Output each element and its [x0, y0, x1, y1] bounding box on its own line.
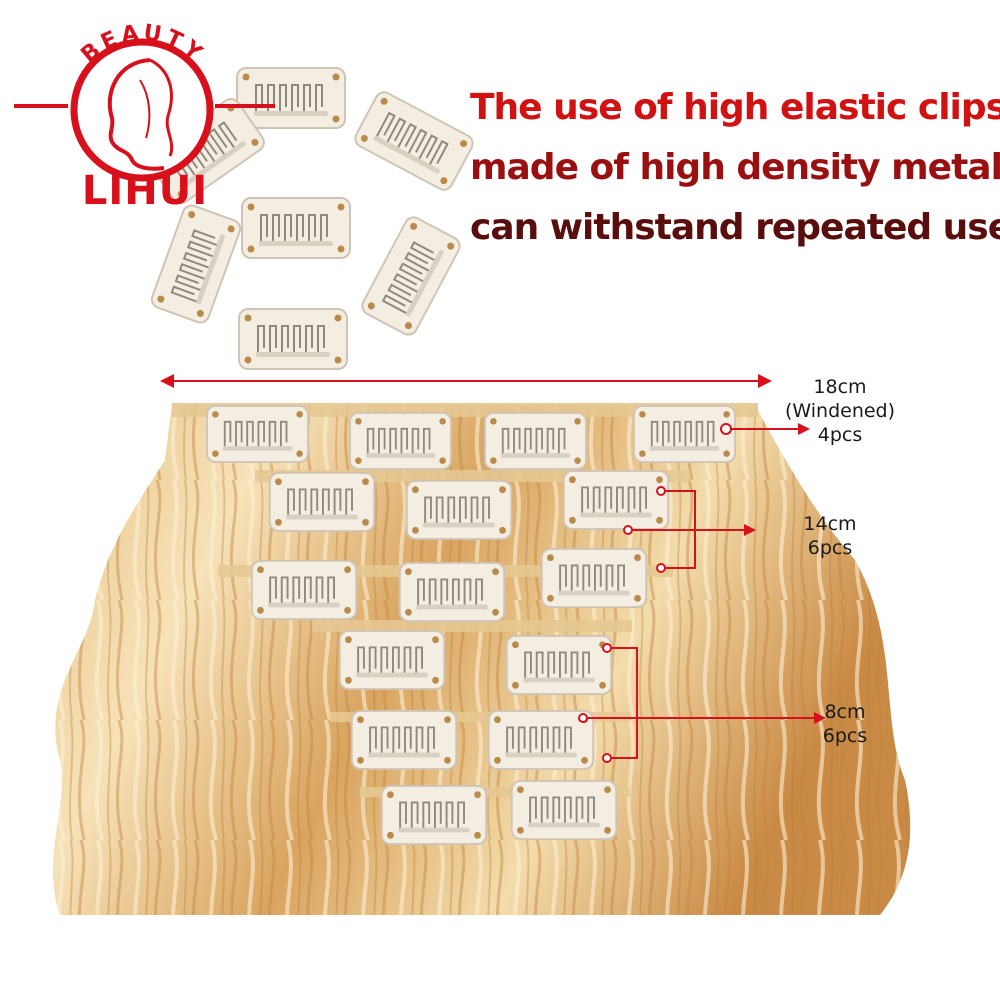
headline-line-2: made of high density metal, — [470, 147, 1000, 188]
label-18cm: 18cm (Windened) 4pcs — [765, 375, 915, 447]
label-18cm-note: (Windened) — [784, 400, 896, 422]
headline: The use of high elastic clips, made of h… — [470, 78, 1000, 258]
width-arrow — [160, 374, 772, 388]
label-8cm-count: 6pcs — [822, 725, 868, 747]
headline-line-1: The use of high elastic clips, — [470, 87, 1000, 128]
label-14cm-count: 6pcs — [807, 537, 853, 559]
label-14cm: 14cm 6pcs — [780, 512, 880, 560]
label-8cm: 8cm 6pcs — [800, 700, 890, 748]
logo-name: LIHUI — [81, 168, 209, 214]
label-18cm-size: 18cm — [813, 376, 867, 398]
label-14cm-size: 14cm — [803, 513, 857, 535]
brand-logo: BEAUTY — [14, 20, 275, 182]
label-18cm-count: 4pcs — [817, 424, 863, 446]
label-8cm-size: 8cm — [824, 701, 866, 723]
measurement-markers — [578, 423, 826, 763]
headline-line-3: can withstand repeated use — [470, 207, 1000, 248]
